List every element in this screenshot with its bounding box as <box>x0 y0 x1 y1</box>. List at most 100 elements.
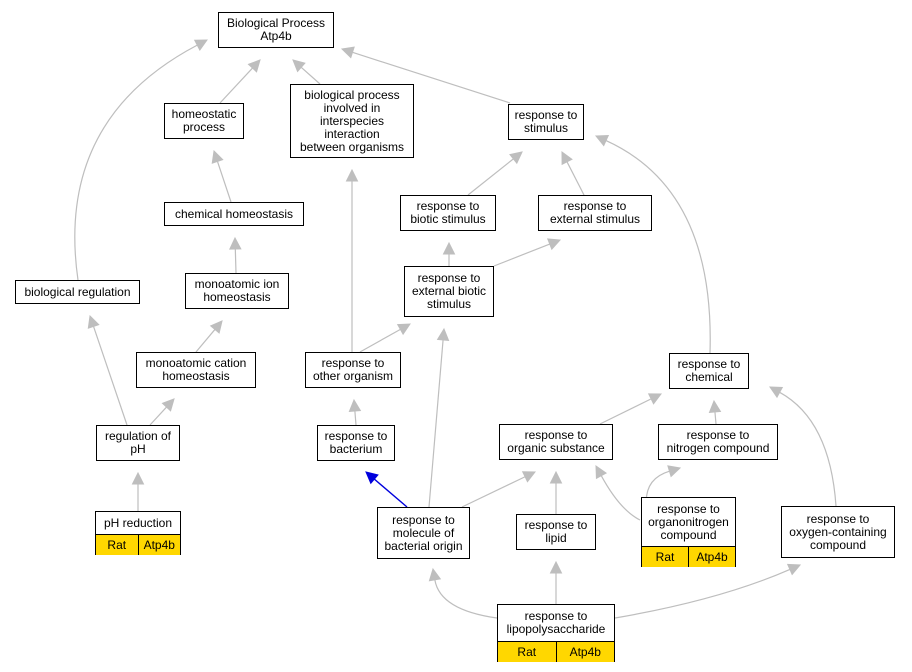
term-node-lipid[interactable]: response to lipid <box>516 514 596 550</box>
gene-badge: Atp4b <box>137 535 180 555</box>
term-node-chemhomeo[interactable]: chemical homeostasis <box>164 202 304 226</box>
edge-biotic-to-stimulus-arrowhead <box>509 151 523 165</box>
edge-oxygen-to-chemical <box>779 391 837 507</box>
term-node-regph[interactable]: regulation of pH <box>96 425 180 461</box>
edge-lps-to-lipid-arrowhead <box>549 560 563 574</box>
edge-bacterium-to-otherorg <box>354 410 357 426</box>
term-label: monoatomic ion homeostasis <box>194 277 280 304</box>
edge-molbact-to-extbiotic <box>428 339 444 508</box>
edge-molbact-to-extbiotic-arrowhead <box>436 327 450 341</box>
term-node-stimulus[interactable]: response to stimulus <box>508 104 584 140</box>
edge-ionhomeo-to-chemhomeo <box>234 248 237 274</box>
edge-phred-to-regph-arrowhead <box>131 471 145 485</box>
term-label: pH reduction <box>103 515 173 530</box>
term-node-bioreg[interactable]: biological regulation <box>15 280 140 304</box>
term-node-bacterium[interactable]: response to bacterium <box>317 425 395 461</box>
edge-cationhomeo-to-ionhomeo <box>195 329 216 353</box>
term-node-oxygen[interactable]: response to oxygen-containing compound <box>781 506 895 558</box>
term-label: regulation of pH <box>104 429 172 456</box>
term-label: response to nitrogen compound <box>666 428 770 455</box>
term-node-molbact[interactable]: response to molecule of bacterial origin <box>377 507 470 559</box>
term-label: response to lipopolysaccharide <box>506 609 606 636</box>
term-node-homeostatic[interactable]: homeostatic process <box>164 103 244 139</box>
species-badge: Rat <box>498 642 556 662</box>
edge-otherorg-to-extbiotic-arrowhead <box>396 323 411 336</box>
edge-regph-to-cationhomeo-arrowhead <box>161 398 175 412</box>
edge-external-to-stimulus-arrowhead <box>561 151 573 166</box>
term-label: monoatomic cation homeostasis <box>145 356 247 383</box>
edge-molbact-to-bacterium-arrowhead <box>365 471 379 485</box>
edge-lps-to-molbact-arrowhead <box>428 567 442 582</box>
edge-molbact-to-organic <box>461 476 526 508</box>
term-node-extbiotic[interactable]: response to external biotic stimulus <box>404 266 494 317</box>
term-node-nitrogen[interactable]: response to nitrogen compound <box>658 424 778 460</box>
edge-organic-to-chemical <box>599 398 652 425</box>
edge-lps-to-oxygen <box>614 568 791 619</box>
term-label: response to oxygen-containing compound <box>789 511 887 552</box>
term-label: response to organonitrogen compound <box>648 501 729 542</box>
term-label: biological process involved in interspec… <box>299 87 405 154</box>
term-label: response to external stimulus <box>549 199 641 226</box>
term-label: Biological Process Atp4b <box>226 16 326 43</box>
term-label: homeostatic process <box>171 107 237 134</box>
term-label: response to biotic stimulus <box>410 199 486 226</box>
term-node-external[interactable]: response to external stimulus <box>538 195 652 231</box>
edge-extbiotic-to-biotic-arrowhead <box>442 241 456 255</box>
gene-badge: Atp4b <box>555 642 614 662</box>
gene-badge: Atp4b <box>688 547 735 567</box>
term-label: response to bacterium <box>324 429 388 456</box>
edge-molbact-to-bacterium <box>373 478 408 508</box>
edge-organonitrogen-to-organic-arrowhead <box>595 465 608 480</box>
term-label: response to external biotic stimulus <box>411 271 487 311</box>
edge-chemical-to-stimulus-arrowhead <box>594 135 610 147</box>
term-label: response to stimulus <box>514 108 578 135</box>
species-badge: Rat <box>642 547 688 567</box>
edge-chemhomeo-to-homeostatic-arrowhead <box>211 149 224 164</box>
edge-bacterium-to-otherorg-arrowhead <box>348 398 362 412</box>
edge-otherorg-to-interspecies-arrowhead <box>345 168 359 182</box>
edge-ionhomeo-to-chemhomeo-arrowhead <box>229 236 242 250</box>
edge-organonitrogen-to-nitrogen-arrowhead <box>667 465 682 478</box>
edge-stimulus-to-bp <box>352 51 511 104</box>
term-node-organic[interactable]: response to organic substance <box>499 424 613 460</box>
term-node-interspecies[interactable]: biological process involved in interspec… <box>290 84 414 158</box>
edge-homeostatic-to-bp-arrowhead <box>247 59 261 73</box>
term-node-cationhomeo[interactable]: monoatomic cation homeostasis <box>136 352 256 388</box>
edge-lps-to-molbact <box>434 579 498 619</box>
edge-biotic-to-stimulus <box>467 158 514 196</box>
species-badge: Rat <box>96 535 138 555</box>
edge-molbact-to-organic-arrowhead <box>521 471 537 483</box>
term-label: response to organic substance <box>507 428 605 455</box>
term-node-ionhomeo[interactable]: monoatomic ion homeostasis <box>185 273 289 309</box>
term-node-otherorg[interactable]: response to other organism <box>305 352 401 388</box>
edge-regph-to-cationhomeo <box>149 406 167 426</box>
edge-regph-to-bioreg-arrowhead <box>87 314 100 329</box>
term-label: response to molecule of bacterial origin <box>384 512 463 553</box>
term-label: biological regulation <box>24 284 131 299</box>
edge-organic-to-chemical-arrowhead <box>647 393 663 405</box>
edge-bioreg-to-bp-arrowhead <box>193 39 208 51</box>
term-label: response to chemical <box>677 357 741 384</box>
edge-extbiotic-to-external <box>493 243 550 267</box>
term-label: response to lipid <box>524 518 588 545</box>
edge-homeostatic-to-bp <box>219 67 253 104</box>
edge-cationhomeo-to-ionhomeo-arrowhead <box>209 320 223 334</box>
term-node-bp[interactable]: Biological Process Atp4b <box>218 12 334 48</box>
edge-extbiotic-to-external-arrowhead <box>546 238 562 251</box>
term-node-chemical[interactable]: response to chemical <box>669 353 749 389</box>
edge-chemical-to-stimulus <box>605 139 711 354</box>
edge-interspecies-to-bp <box>300 66 321 85</box>
edge-oxygen-to-chemical-arrowhead <box>769 386 784 399</box>
edge-nitrogen-to-chemical-arrowhead <box>708 399 722 414</box>
term-node-biotic[interactable]: response to biotic stimulus <box>400 195 496 231</box>
edge-otherorg-to-extbiotic <box>359 328 401 353</box>
edge-external-to-stimulus <box>566 161 585 196</box>
edge-organonitrogen-to-organic <box>600 475 641 521</box>
